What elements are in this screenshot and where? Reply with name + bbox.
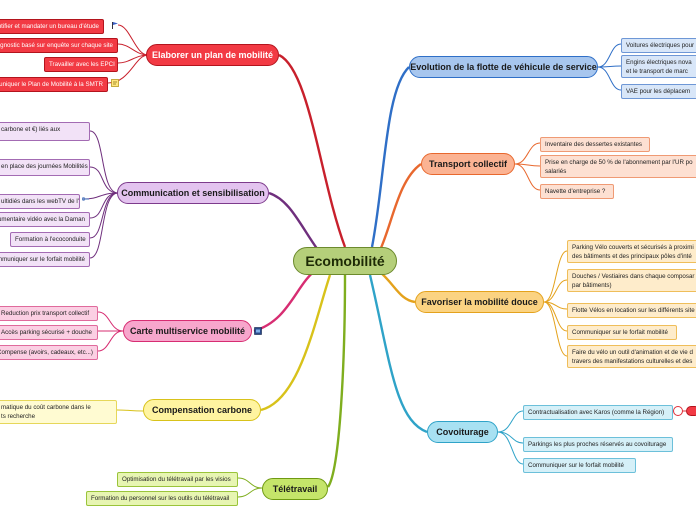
comm-leaf-4[interactable]: Documentaire vidéo avec la Daman: [0, 212, 90, 227]
branch-plan[interactable]: Elaborer un plan de mobilité: [146, 44, 279, 66]
plan-leaf-2[interactable]: Diagnostic basé sur enquête sur chaque s…: [0, 38, 118, 53]
covoit-leaf-3[interactable]: Communiquer sur le forfait mobilité: [523, 458, 636, 473]
card-icon: [254, 327, 262, 335]
tc-leaf-1[interactable]: Inventaire des dessertes existantes: [540, 137, 650, 152]
link-flotte: [370, 66, 410, 248]
douce-leaf-2[interactable]: Douches / Vestiaires dans chaque composa…: [567, 269, 696, 292]
branch-covoiturage[interactable]: Covoiturage: [427, 421, 498, 443]
plan-leaf-1[interactable]: Identifier et mandater un bureau d'étude: [0, 19, 104, 34]
link-covoit: [368, 274, 428, 434]
plan-leaf-3[interactable]: Travailler avec les EPCI: [44, 57, 118, 72]
comm-leaf-6[interactable]: Communiquer sur le forfait mobilité: [0, 252, 90, 267]
comm-leaf-3[interactable]: ultidiés dans les webTV de l'UR: [0, 194, 80, 209]
link-tc: [378, 163, 422, 251]
link-comm: [268, 191, 319, 251]
branch-teletravail[interactable]: Télétravail: [262, 478, 328, 500]
tc-leaf-3[interactable]: Navette d'entreprise ?: [540, 184, 614, 199]
douce-leaf-5[interactable]: Faire du vélo un outil d'animation et de…: [567, 345, 696, 368]
branch-transport-collectif[interactable]: Transport collectif: [421, 153, 515, 175]
flag-icon: [112, 22, 118, 29]
flotte-leaf-1[interactable]: Voitures électriques pour: [621, 38, 696, 53]
tc-leaf-2[interactable]: Prise en charge de 50 % de l'abonnement …: [540, 155, 696, 178]
tele-leaf-1[interactable]: Optimisation du télétravail par les visi…: [117, 472, 238, 487]
child-topic-stub[interactable]: [686, 406, 696, 416]
link-douce: [379, 271, 416, 304]
flotte-leaf-3[interactable]: VAE pour les déplacem: [621, 84, 696, 99]
douce-leaf-1[interactable]: Parking Vélo couverts et sécurisés à pro…: [567, 240, 696, 263]
link-carte: [253, 267, 319, 333]
douce-leaf-3[interactable]: Flotte Vélos en location sur les différe…: [567, 303, 696, 318]
plan-leaf-4[interactable]: Communiquer le Plan de Mobilité à la SMT…: [0, 77, 108, 92]
note-icon: [111, 79, 119, 87]
compens-leaf-1[interactable]: matique du coût carbone dans le ts reche…: [0, 400, 117, 424]
central-topic[interactable]: Ecomobilité: [293, 247, 397, 275]
branch-carte-multiservice[interactable]: Carte multiservice mobilité: [123, 320, 252, 342]
link-compens: [260, 274, 332, 412]
link-plan: [278, 53, 347, 248]
carte-leaf-1[interactable]: Reduction prix transport collectif: [0, 306, 98, 321]
comm-leaf-5[interactable]: Formation à l'ecoconduite: [10, 232, 90, 247]
carte-leaf-3[interactable]: Compense (avoirs, cadeaux, etc...): [0, 345, 98, 360]
douce-leaf-4[interactable]: Communiquer sur le forfait mobilité: [567, 325, 677, 340]
covoit-leaf-2[interactable]: Parkings les plus proches réservés au co…: [523, 437, 673, 452]
branch-communication[interactable]: Communication et sensibilisation: [117, 182, 269, 204]
covoit-leaf-1[interactable]: Contractualisation avec Karos (comme la …: [523, 405, 673, 420]
carte-leaf-2[interactable]: Accès parking sécurisé + douche: [0, 325, 98, 340]
comm-leaf-1[interactable]: carbone et €) liés aux: [0, 122, 90, 141]
branch-mobilite-douce[interactable]: Favoriser la mobilité douce: [415, 291, 544, 313]
comm-leaf-2[interactable]: en place des journées Mobilités: [0, 159, 90, 176]
flotte-leaf-2[interactable]: Engins électriques nova et le transport …: [621, 55, 696, 78]
collapsed-branch-marker[interactable]: [673, 406, 683, 416]
link-icon: [82, 197, 89, 201]
link-tele: [326, 274, 347, 488]
tele-leaf-2[interactable]: Formation du personnel sur les outils du…: [86, 491, 238, 506]
branch-flotte-vehicules[interactable]: Evolution de la flotte de véhicule de se…: [409, 56, 598, 78]
branch-compensation-carbone[interactable]: Compensation carbone: [143, 399, 261, 421]
